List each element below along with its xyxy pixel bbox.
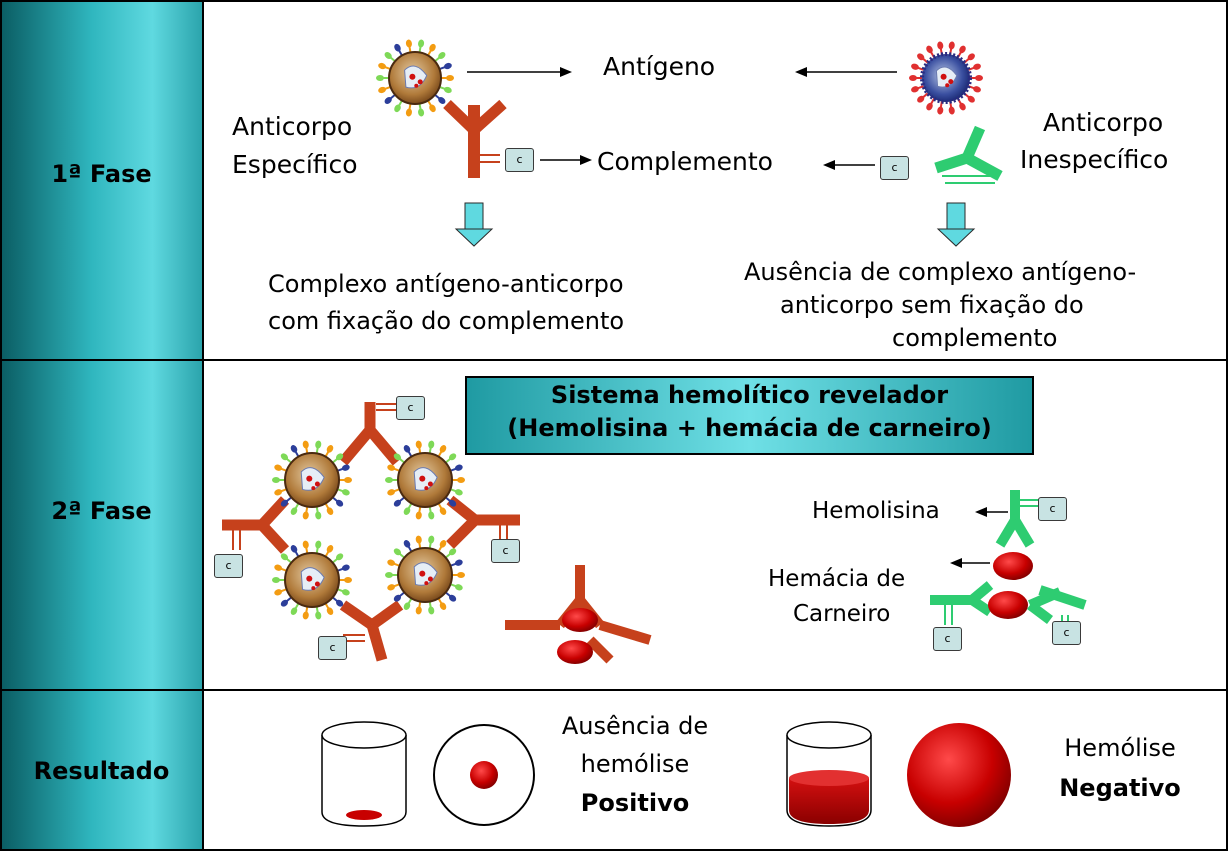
left-result-line2: com fixação do complemento <box>268 307 625 335</box>
right-result-line1: Ausência de complexo antígeno- <box>744 258 1137 286</box>
lattice-virus-2 <box>385 440 465 520</box>
arrow-to-complement-right <box>823 160 875 170</box>
hemolysin-antibodies <box>930 490 1087 625</box>
lattice-virus-4 <box>385 535 465 615</box>
specific-antibody-label-line2: Específico <box>232 150 358 179</box>
arrow-to-antigen-left <box>467 67 572 77</box>
nonspecific-antibody <box>934 125 1003 184</box>
hemolysin-label: Hemolisina <box>812 498 940 524</box>
complement-box-cell-left: c <box>933 627 962 651</box>
down-arrow-left <box>454 202 494 247</box>
left-result-line1: Complexo antígeno-anticorpo <box>268 270 624 298</box>
lattice-virus-1 <box>272 440 352 520</box>
well-positive <box>433 724 535 826</box>
complement-box-lattice-bottom: c <box>318 636 347 660</box>
red-cell-label-line1: Hemácia de <box>768 566 906 592</box>
phase-label-2: 2ª Fase <box>51 497 152 525</box>
lattice-virus-3 <box>272 540 352 620</box>
negative-label-line1: Hemólise <box>1064 734 1176 762</box>
down-arrow-right <box>936 202 976 247</box>
positive-label-line2: hemólise <box>580 750 690 778</box>
sheep-red-cell-2 <box>988 591 1028 619</box>
specific-antibody-label-line1: Anticorpo <box>232 112 353 141</box>
right-result-line2: anticorpo sem fixação do <box>780 291 1084 319</box>
complement-box-lattice-right: c <box>491 539 520 563</box>
positive-verdict: Positivo <box>580 789 690 817</box>
phase-label-3: Resultado <box>33 757 170 785</box>
center-agglutinated-cells <box>505 565 652 664</box>
antigen-virus-left <box>376 39 454 117</box>
complement-box-lattice-top: c <box>396 396 425 420</box>
negative-verdict: Negativo <box>1059 774 1181 802</box>
antigen-virus-right <box>909 41 983 115</box>
tube-negative <box>786 721 872 827</box>
arrow-to-complement-left <box>540 155 592 165</box>
positive-label-line1: Ausência de <box>561 712 709 740</box>
complement-box-specific: c <box>505 148 534 172</box>
sheep-red-cell-1 <box>993 552 1033 580</box>
complement-box-hemolysin: c <box>1038 497 1067 521</box>
well-negative <box>907 723 1011 827</box>
complement-label: Complemento <box>597 147 773 176</box>
nonspecific-antibody-label-line2: Inespecífico <box>1020 145 1169 174</box>
hemolytic-banner <box>465 376 1034 455</box>
arrow-hemolysin <box>975 507 1008 517</box>
antigen-label: Antígeno <box>603 52 716 81</box>
arrow-to-antigen-right <box>795 67 897 77</box>
arrow-red-cell <box>950 558 990 568</box>
nonspecific-antibody-label-line1: Anticorpo <box>1043 108 1164 137</box>
banner-line1: Sistema hemolítico revelador <box>550 381 949 409</box>
complement-box-cell-right: c <box>1052 621 1081 645</box>
complement-box-lattice-left: c <box>214 554 243 578</box>
specific-antibody <box>443 99 507 178</box>
antibody-lattice <box>222 402 520 662</box>
complement-box-nonspecific: c <box>880 156 909 180</box>
right-result-line3: complemento <box>892 324 1058 352</box>
red-cell-label-line2: Carneiro <box>793 601 891 627</box>
tube-positive <box>321 721 407 827</box>
phase-label-1: 1ª Fase <box>51 160 152 188</box>
phase-sidebar <box>0 0 203 851</box>
banner-line2: (Hemolisina + hemácia de carneiro) <box>507 414 992 442</box>
